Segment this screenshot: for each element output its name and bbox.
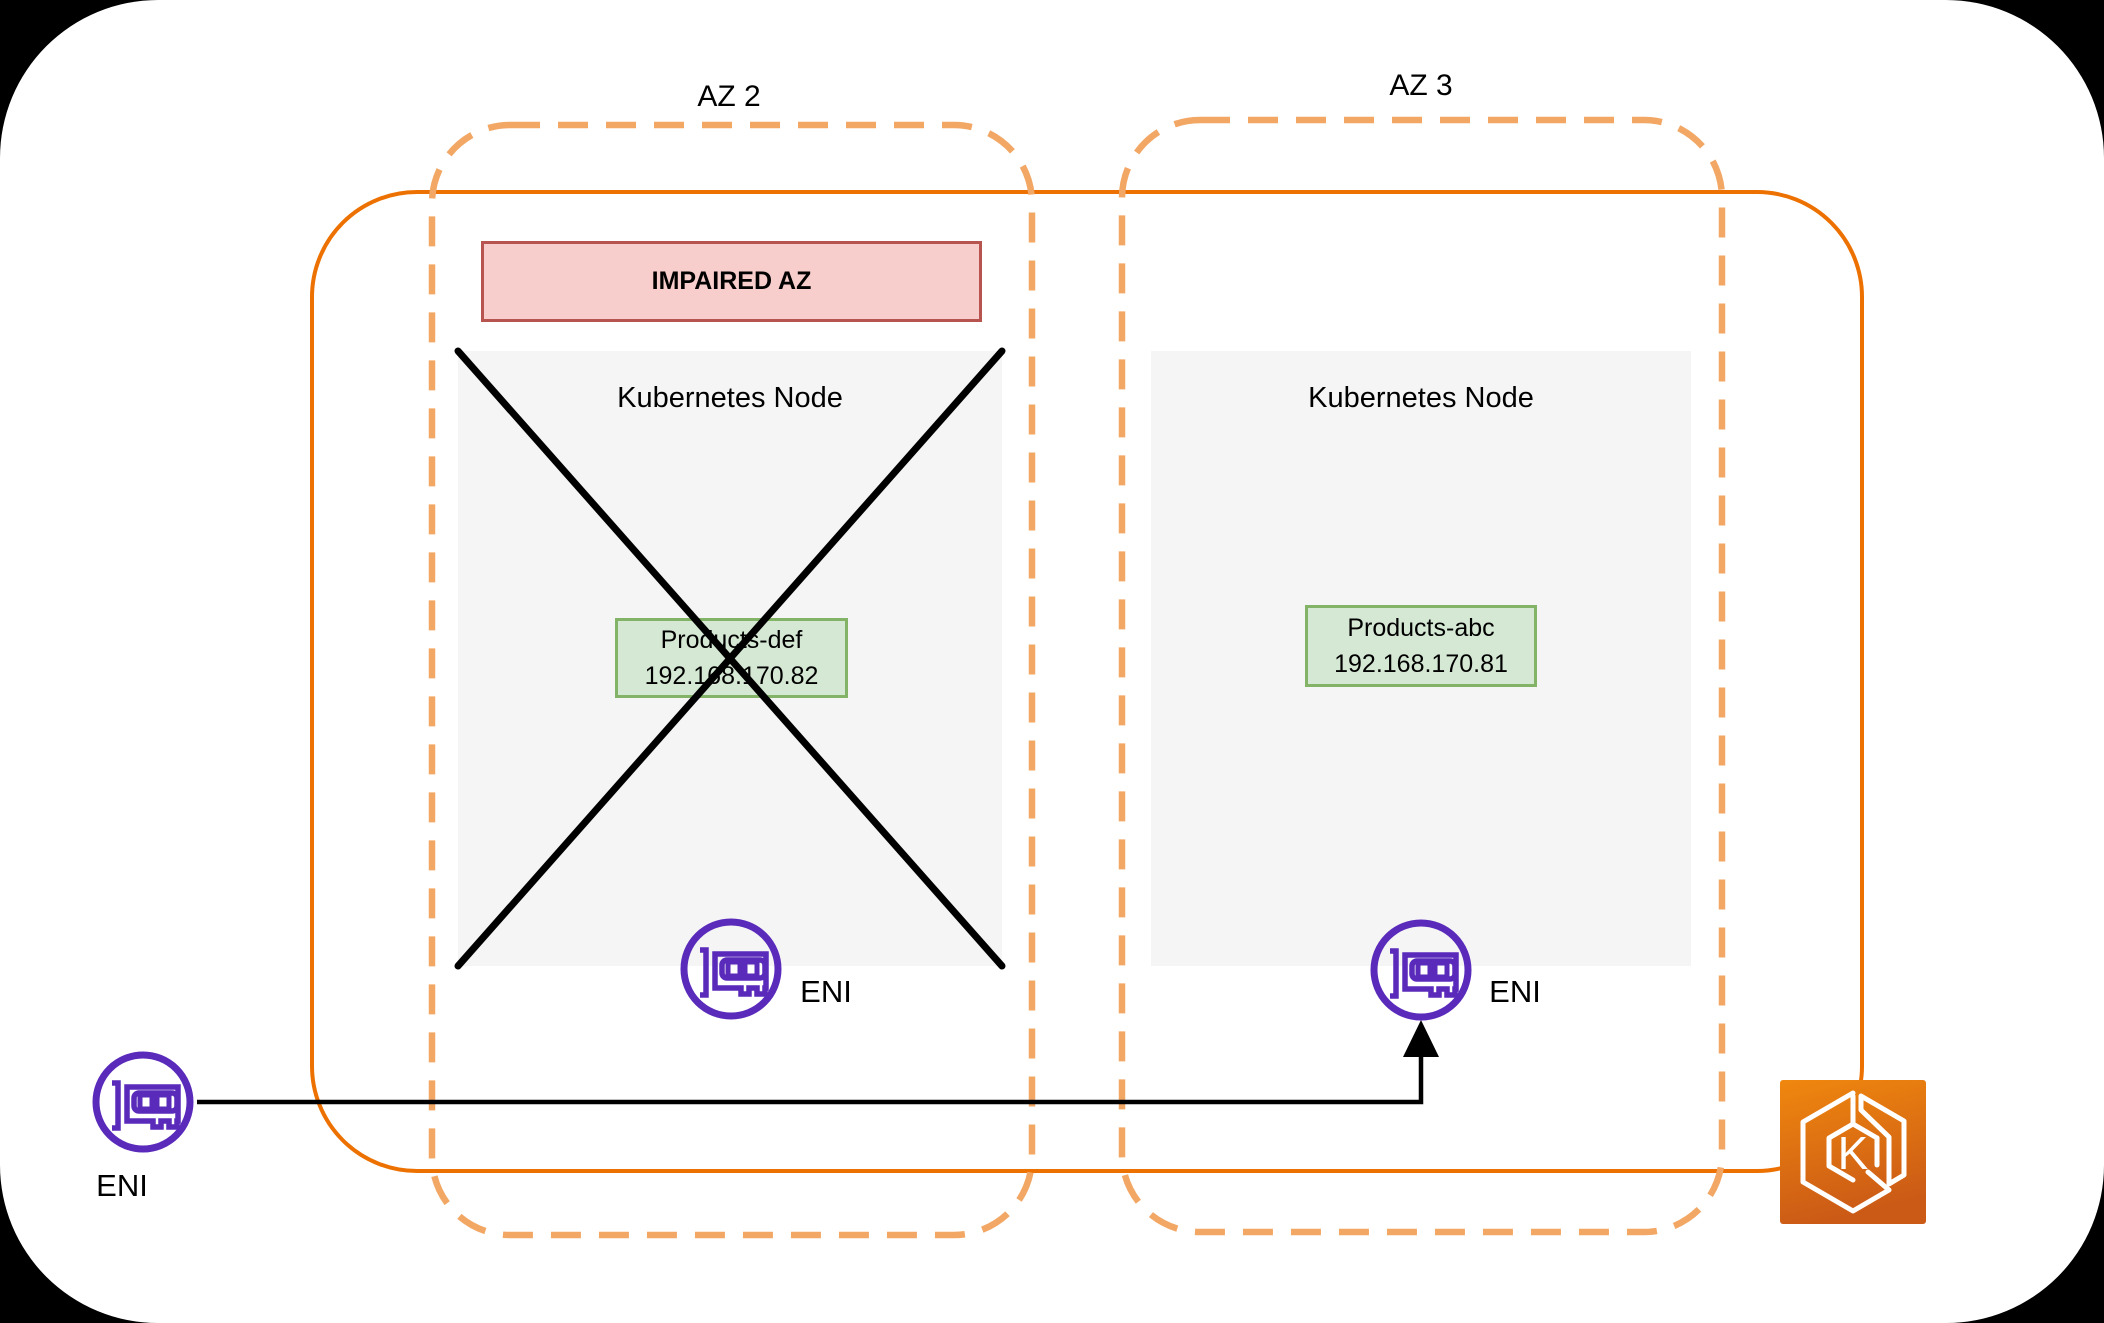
az2-label: AZ 2 xyxy=(697,80,761,113)
pod-products-abc: Products-abc 192.168.170.81 xyxy=(1305,605,1537,687)
pod-products-def: Products-def 192.168.170.82 xyxy=(615,618,848,698)
az3-label: AZ 3 xyxy=(1389,69,1453,102)
kubernetes-node-az2-title: Kubernetes Node xyxy=(617,382,843,414)
eni-label-external: ENI xyxy=(96,1168,148,1203)
eni-label-az2: ENI xyxy=(800,974,852,1009)
eni-label-az3: ENI xyxy=(1489,974,1541,1009)
pod-products-abc-ip: 192.168.170.81 xyxy=(1334,649,1508,678)
pod-products-abc-name: Products-abc xyxy=(1347,613,1495,642)
impaired-az-banner: IMPAIRED AZ xyxy=(481,241,982,322)
impaired-az-banner-label: IMPAIRED AZ xyxy=(651,267,812,295)
pod-products-def-ip: 192.168.170.82 xyxy=(644,661,819,690)
pod-products-def-name: Products-def xyxy=(660,625,803,654)
kubernetes-node-az3-title: Kubernetes Node xyxy=(1308,382,1534,414)
